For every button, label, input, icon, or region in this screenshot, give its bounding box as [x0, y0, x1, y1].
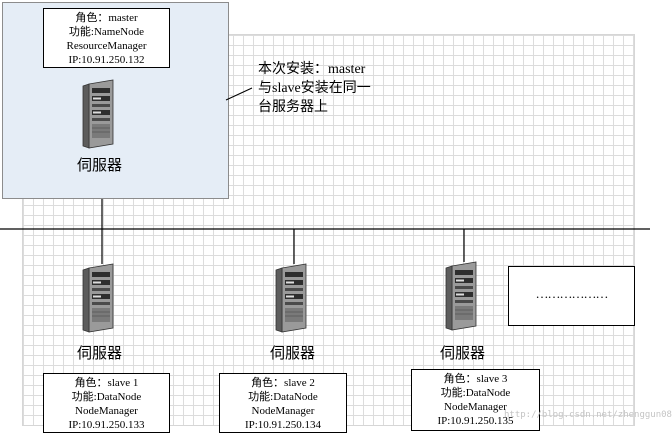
slave1-function-2: NodeManager	[75, 405, 138, 417]
install-note-line-1: 本次安装：master	[258, 62, 366, 77]
slave3-server-label: 伺服器	[440, 346, 486, 362]
master-server-label: 伺服器	[77, 158, 123, 174]
install-note-line-2: 与slave安装在同一	[258, 81, 371, 96]
master-role: 角色：master	[75, 12, 138, 24]
slave2-role: 角色：slave 2	[251, 377, 315, 389]
slave1-server-icon	[82, 263, 117, 339]
master-ip: IP:10.91.250.132	[68, 54, 145, 66]
slave2-server-label: 伺服器	[270, 346, 316, 362]
master-function: 功能:NameNode	[68, 26, 145, 38]
slave1-function: 功能:DataNode	[71, 391, 142, 403]
install-note-line-3: 台服务器上	[258, 100, 328, 115]
master-server-icon	[82, 79, 117, 155]
master-function-2: ResourceManager	[66, 40, 147, 52]
master-info-box: 角色：master 功能:NameNode ResourceManager IP…	[43, 8, 170, 68]
slave3-server-icon	[445, 261, 480, 337]
connection-lines	[0, 87, 650, 264]
slave1-ip: IP:10.91.250.133	[68, 419, 145, 431]
slave2-function: 功能:DataNode	[248, 391, 318, 403]
watermark: http://blog.csdn.net/zhenggun08	[504, 410, 672, 420]
slave2-ip: IP:10.91.250.134	[244, 419, 322, 431]
slave1-server-label: 伺服器	[77, 346, 123, 362]
more-nodes-box: ………………	[508, 266, 635, 326]
slave2-function-2: NodeManager	[251, 405, 315, 417]
slave3-info-box: 角色：slave 3 功能:DataNode NodeManager IP:10…	[411, 369, 540, 431]
slave3-function-2: NodeManager	[444, 401, 507, 413]
slave1-role: 角色：slave 1	[74, 377, 139, 389]
slave2-info-box: 角色：slave 2 功能:DataNode NodeManager IP:10…	[219, 373, 347, 433]
slave3-ip: IP:10.91.250.135	[437, 415, 514, 427]
slave3-role: 角色：slave 3	[443, 373, 508, 385]
note-pointer-line	[225, 87, 253, 101]
slave1-info-box: 角色：slave 1 功能:DataNode NodeManager IP:10…	[43, 373, 170, 433]
install-note: 本次安装：master 与slave安装在同一 台服务器上	[258, 60, 371, 117]
slave2-server-icon	[275, 263, 310, 339]
slave3-function: 功能:DataNode	[440, 387, 511, 399]
